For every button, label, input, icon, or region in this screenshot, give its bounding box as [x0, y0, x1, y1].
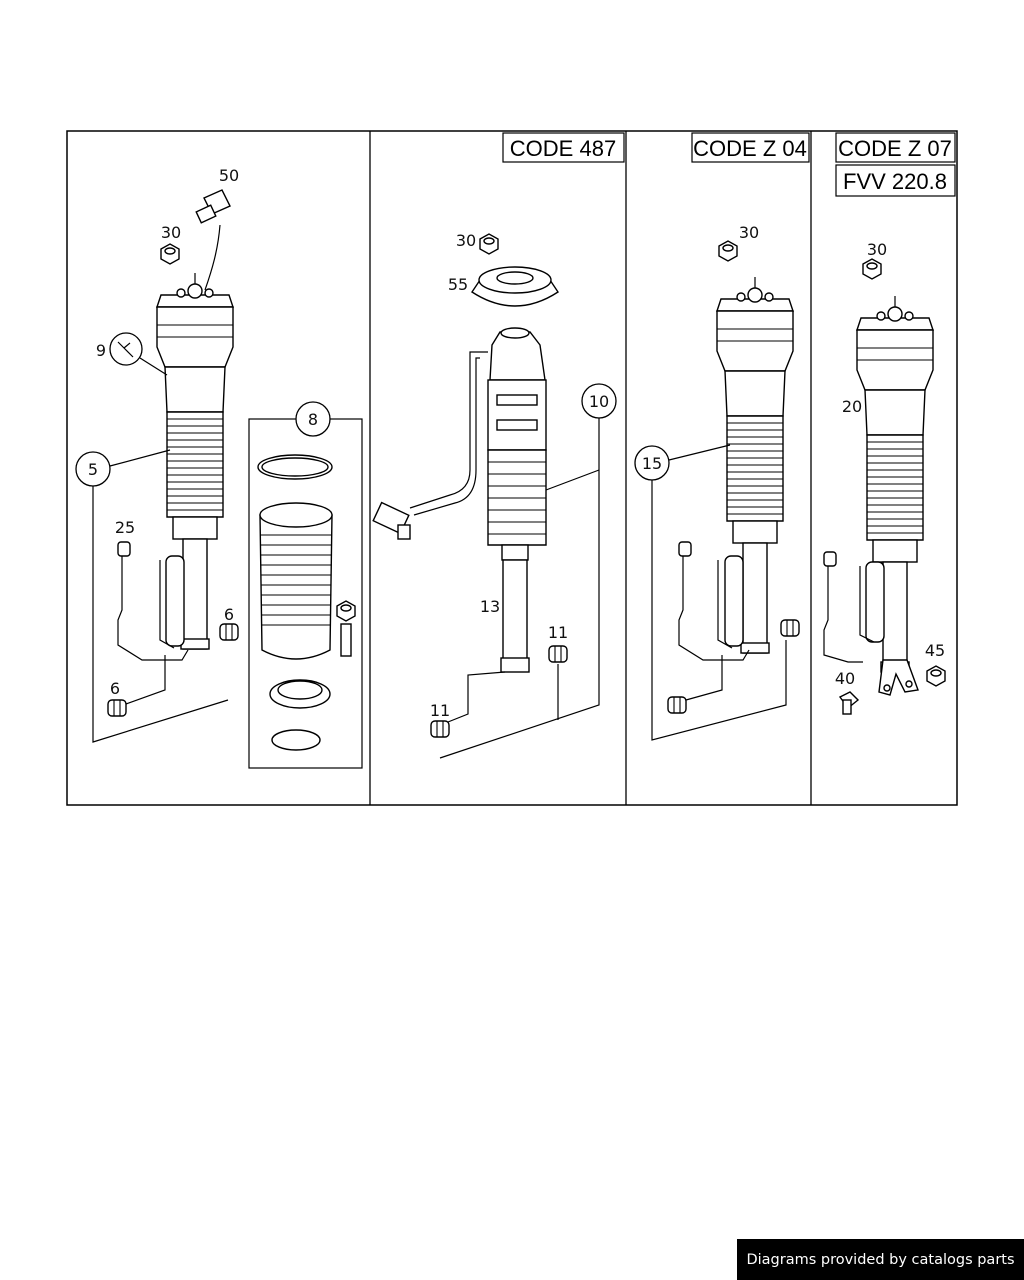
callout-30: 30 [739, 223, 759, 242]
bellows-sleeve [259, 502, 333, 660]
sensor [823, 551, 863, 663]
active-strut-part-10 [487, 327, 547, 673]
diagram-frame [66, 130, 958, 806]
callout-9: 9 [96, 341, 106, 360]
top-mount-part-55 [471, 266, 559, 307]
bolt-part-40 [838, 691, 860, 715]
kit-bolt [340, 623, 352, 657]
clevis-bracket [878, 659, 919, 696]
callout-6: 6 [224, 605, 234, 624]
callout-30: 30 [867, 240, 887, 259]
callout-6: 6 [110, 679, 120, 698]
callout-50: 50 [219, 166, 239, 185]
callout-8: 8 [308, 410, 318, 429]
kit-o-ring [271, 729, 321, 751]
code-z04-label: CODE Z 04 [693, 136, 807, 161]
callout-45: 45 [925, 641, 945, 660]
callout-11: 11 [430, 701, 450, 720]
hose-fitting [372, 501, 411, 540]
footer-credit-text: Diagrams provided by catalogs parts [746, 1251, 1015, 1268]
nut-part-45 [926, 665, 946, 687]
bump-stop [667, 696, 687, 714]
bump-stop-part-11 [548, 645, 568, 663]
footer-credit: Diagrams provided by catalogs parts [737, 1239, 1024, 1280]
accumulator-left [159, 555, 185, 649]
fvv-label: FVV 220.8 [843, 169, 947, 194]
column-2-code-487: 30 55 [372, 231, 617, 759]
callout-30: 30 [161, 223, 181, 242]
nut-part-30 [160, 243, 180, 265]
callout-15: 15 [642, 454, 662, 473]
callout-5: 5 [88, 460, 98, 479]
code-box-z04: CODE Z 04 [691, 132, 810, 163]
callout-13: 13 [480, 597, 500, 616]
kit-nut [336, 600, 356, 622]
valve-part-50 [195, 189, 231, 291]
callout-10: 10 [589, 392, 609, 411]
callout-circle-8 [295, 401, 331, 437]
bump-stop-part-11 [430, 720, 450, 738]
code-487-label: CODE 487 [510, 136, 616, 161]
nut-part-30 [479, 233, 499, 255]
wrench-icon [109, 332, 143, 366]
sensor-part-25 [678, 541, 750, 661]
accumulator [717, 555, 744, 649]
column-4-code-z07: 30 20 40 45 [823, 240, 946, 715]
column-1-standard-strut: 50 30 9 5 25 6 6 [75, 166, 363, 769]
callout-25: 25 [115, 518, 135, 537]
code-box-z07: CODE Z 07 [835, 132, 956, 163]
code-box-487: CODE 487 [502, 132, 625, 163]
fvv-box: FVV 220.8 [835, 164, 956, 197]
callout-30: 30 [456, 231, 476, 250]
bump-stop-part-6 [219, 623, 239, 641]
code-z07-label: CODE Z 07 [838, 136, 952, 161]
callout-40: 40 [835, 669, 855, 688]
callout-20: 20 [842, 397, 862, 416]
bump-stop [780, 619, 800, 637]
callout-11: 11 [548, 623, 568, 642]
accumulator [859, 561, 885, 643]
column-3-code-z04: 30 15 [634, 223, 800, 741]
nut-part-30 [718, 240, 738, 262]
callout-55: 55 [448, 275, 468, 294]
nut-part-30 [862, 258, 882, 280]
bump-stop-part-6 [107, 699, 127, 717]
sensor-part-25 [117, 541, 189, 661]
